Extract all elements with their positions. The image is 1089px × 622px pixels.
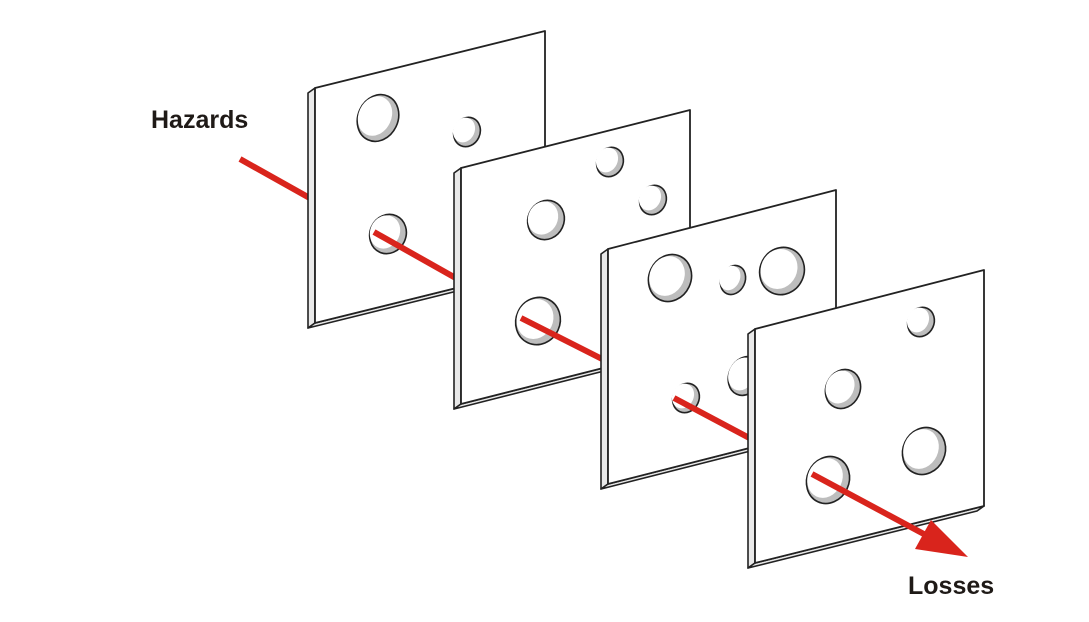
losses-label: Losses <box>908 572 995 600</box>
hazard-arrow-segment <box>372 229 463 284</box>
slice-edge <box>307 87 316 329</box>
cheese-hole <box>526 199 566 241</box>
cheese-hole <box>638 184 668 216</box>
hazard-arrow-segment <box>519 315 610 365</box>
hazard-arrow-tail <box>238 156 317 204</box>
hazard-arrow-front <box>810 471 968 557</box>
cheese-hole <box>719 264 747 296</box>
cheese-slices <box>307 30 985 569</box>
cheese-hole <box>824 368 862 410</box>
hazard-arrow-head <box>915 520 968 557</box>
hazard-arrow-shaft <box>810 471 937 543</box>
cheese-hole <box>906 306 936 338</box>
slice-edge <box>747 328 756 569</box>
slice-edge <box>453 167 462 410</box>
cheese-slice <box>747 269 985 569</box>
cheese-hole <box>356 93 400 143</box>
hazard-arrow-back-segment <box>238 156 317 204</box>
cheese-hole <box>647 253 693 303</box>
hazards-label: Hazards <box>151 106 249 134</box>
cheese-hole <box>452 116 482 148</box>
slice-edge <box>600 248 609 490</box>
hazard-arrow-segment <box>672 395 757 444</box>
cheese-hole <box>901 426 947 476</box>
cheese-hole <box>758 246 806 296</box>
cheese-hole <box>595 146 625 178</box>
